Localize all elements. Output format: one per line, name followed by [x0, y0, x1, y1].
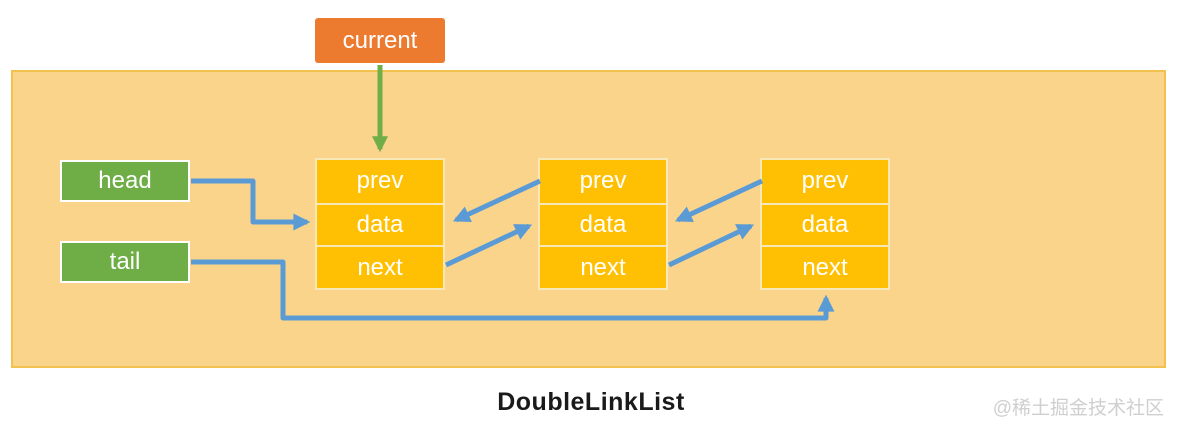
node2-next-cell: next: [540, 245, 666, 288]
node3-prev-cell: prev: [801, 167, 849, 195]
node1-next-cell: next: [317, 245, 443, 288]
node2-prev-cell: prev: [579, 167, 627, 195]
list-node-2: prev data next: [538, 158, 668, 290]
node1-prev-cell: prev: [356, 167, 404, 195]
node1-data-cell: data: [317, 202, 443, 246]
head-pointer-label: head: [98, 167, 152, 194]
tail-pointer-box: tail: [60, 241, 190, 283]
current-pointer-box: current: [315, 18, 445, 63]
node3-next-cell: next: [762, 245, 888, 288]
watermark-text: @稀土掘金技术社区: [992, 398, 1164, 419]
current-pointer-label: current: [342, 26, 418, 54]
list-node-1: prev data next: [315, 158, 445, 290]
head-pointer-box: head: [60, 160, 190, 202]
diagram-title: DoubleLinkList: [497, 388, 685, 416]
node2-data-cell: data: [540, 202, 666, 246]
node3-data-cell: data: [762, 202, 888, 246]
list-node-3: prev data next: [760, 158, 890, 290]
tail-pointer-label: tail: [109, 248, 141, 275]
